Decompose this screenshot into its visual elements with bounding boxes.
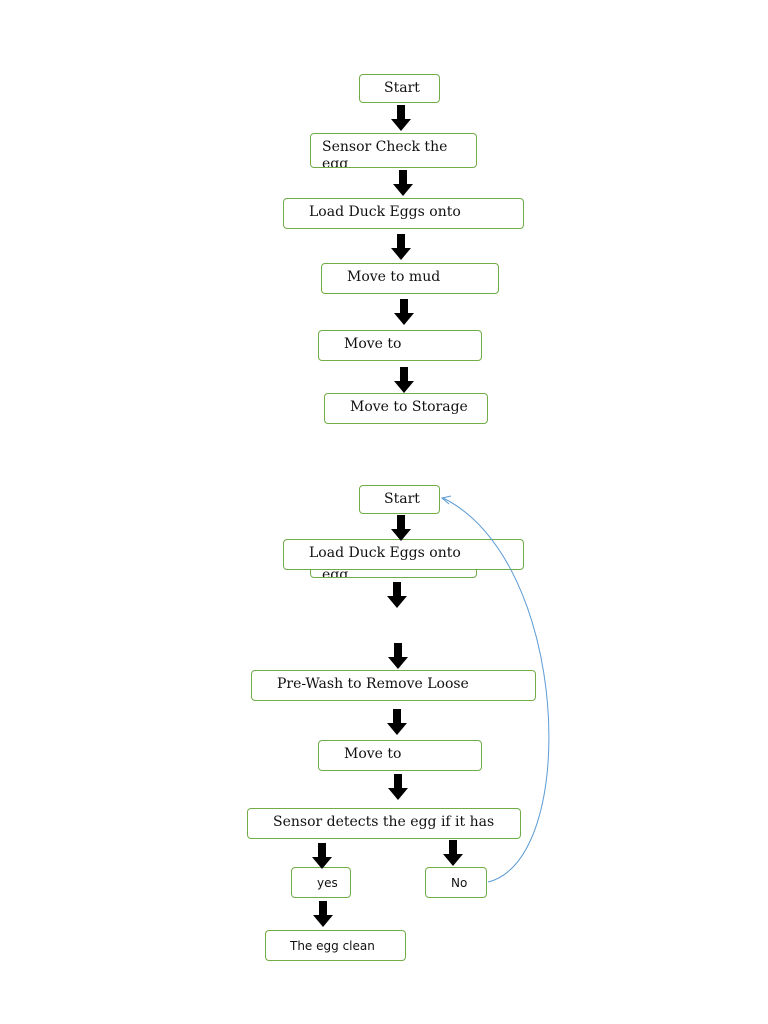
down-arrow-icon (443, 840, 463, 866)
down-arrow-icon (387, 709, 407, 735)
down-arrow-icon (387, 582, 407, 608)
node-yes: yes (291, 867, 351, 898)
down-arrow-icon (313, 901, 333, 927)
node-move-to-bottom: Move to (318, 740, 482, 771)
node-label: yes (317, 876, 338, 890)
node-label: Sensor Check the (322, 139, 448, 155)
node-label: Start (384, 80, 420, 96)
down-arrow-icon (393, 170, 413, 196)
node-label: The egg clean (290, 939, 375, 953)
down-arrow-icon (312, 843, 332, 869)
node-label: Load Duck Eggs onto (309, 545, 461, 561)
node-clean: The egg clean (265, 930, 406, 961)
node-label-clipped: egg (322, 156, 349, 168)
down-arrow-icon (391, 105, 411, 131)
node-label: Start (384, 491, 420, 507)
node-label: Move to Storage (350, 399, 468, 415)
node-start-top: Start (359, 74, 440, 103)
down-arrow-icon (391, 515, 411, 541)
node-label: Move to (344, 336, 402, 352)
node-start-bottom: Start (359, 485, 440, 514)
node-load-top: Load Duck Eggs onto (283, 198, 524, 229)
node-label: Pre-Wash to Remove Loose (277, 676, 469, 692)
loop-arrowhead (440, 495, 452, 505)
node-label: Load Duck Eggs onto (309, 204, 461, 220)
node-load-bottom: Load Duck Eggs onto (283, 539, 524, 570)
node-prewash: Pre-Wash to Remove Loose (251, 670, 536, 701)
down-arrow-icon (394, 367, 414, 393)
down-arrow-icon (388, 643, 408, 669)
node-move-to-top: Move to (318, 330, 482, 361)
node-storage-top: Move to Storage (324, 393, 488, 424)
node-no: No (425, 867, 487, 898)
node-label: Sensor detects the egg if it has (273, 814, 495, 830)
loop-back-arrow (442, 497, 550, 883)
down-arrow-icon (394, 299, 414, 325)
node-label: egg (322, 567, 349, 578)
node-label: Move to mud (347, 269, 441, 285)
down-arrow-icon (388, 774, 408, 800)
node-sensor-detects: Sensor detects the egg if it has (247, 808, 521, 839)
node-label: Move to (344, 746, 402, 762)
node-label: No (451, 876, 468, 890)
node-move-mud-top: Move to mud (321, 263, 499, 294)
down-arrow-icon (391, 234, 411, 260)
